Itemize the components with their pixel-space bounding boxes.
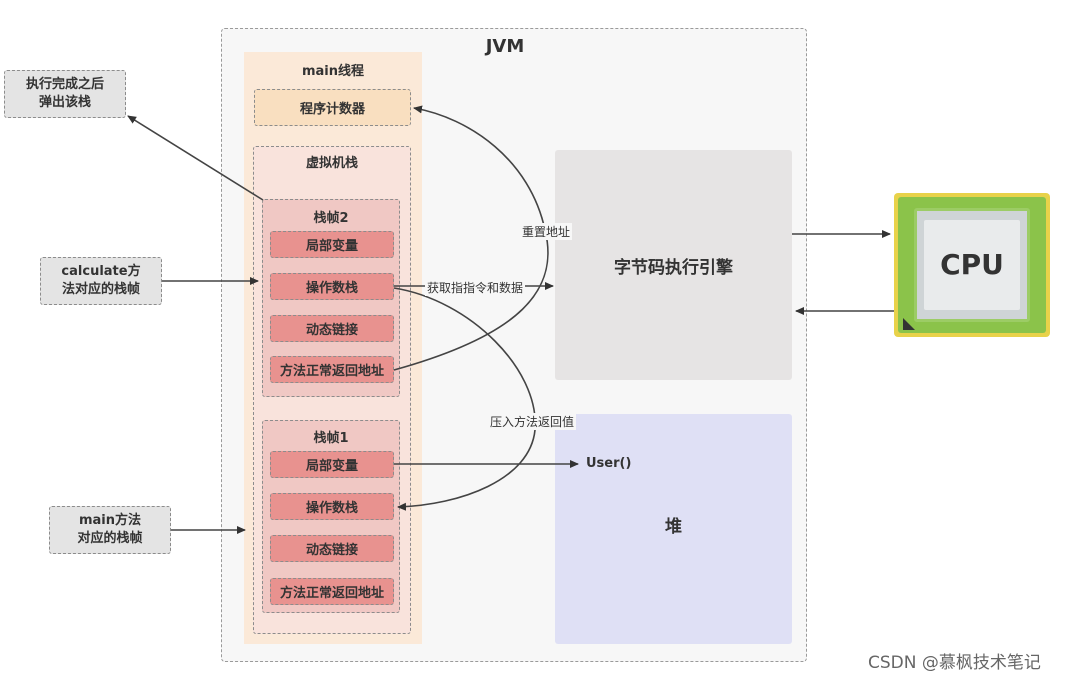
watermark: CSDN @慕枫技术笔记 <box>868 653 1041 673</box>
arrow-push-return <box>393 287 536 511</box>
main-thread-title: main线程 <box>301 64 365 79</box>
cpu-label: CPU <box>940 248 1004 281</box>
label-fetch: 获取指指令和数据 <box>425 279 526 296</box>
note-main-frame: main方法 对应的栈帧 <box>49 506 171 554</box>
vm-stack-title: 虚拟机栈 <box>305 156 358 171</box>
bytecode-engine: 字节码执行引擎 <box>555 150 792 380</box>
note-calculate-frame: calculate方 法对应的栈帧 <box>40 257 162 305</box>
frame2-local-vars: 局部变量 <box>270 231 394 258</box>
frame2-operand-stack: 操作数栈 <box>270 273 394 300</box>
arrow-pop <box>127 115 264 201</box>
heap-area <box>555 414 792 644</box>
label-reset-address: 重置地址 <box>520 223 573 240</box>
jvm-title: JVM <box>485 36 525 57</box>
frame2-return-address: 方法正常返回地址 <box>270 356 394 383</box>
user-object-label: User() <box>586 456 632 471</box>
frame1-dynamic-link: 动态链接 <box>270 535 394 562</box>
cpu-die <box>924 220 1020 310</box>
stack-frame-2-title: 栈帧2 <box>313 211 349 226</box>
note-pop-frame: 执行完成之后 弹出该栈 <box>4 70 126 118</box>
frame2-dynamic-link: 动态链接 <box>270 315 394 342</box>
program-counter: 程序计数器 <box>254 89 411 126</box>
frame1-return-address: 方法正常返回地址 <box>270 578 394 605</box>
heap-label: 堆 <box>665 517 682 537</box>
frame1-local-vars: 局部变量 <box>270 451 394 478</box>
stack-frame-1-title: 栈帧1 <box>313 431 349 446</box>
label-push-return: 压入方法返回值 <box>488 413 577 430</box>
cpu-corner-marker <box>903 318 915 330</box>
frame1-operand-stack: 操作数栈 <box>270 493 394 520</box>
